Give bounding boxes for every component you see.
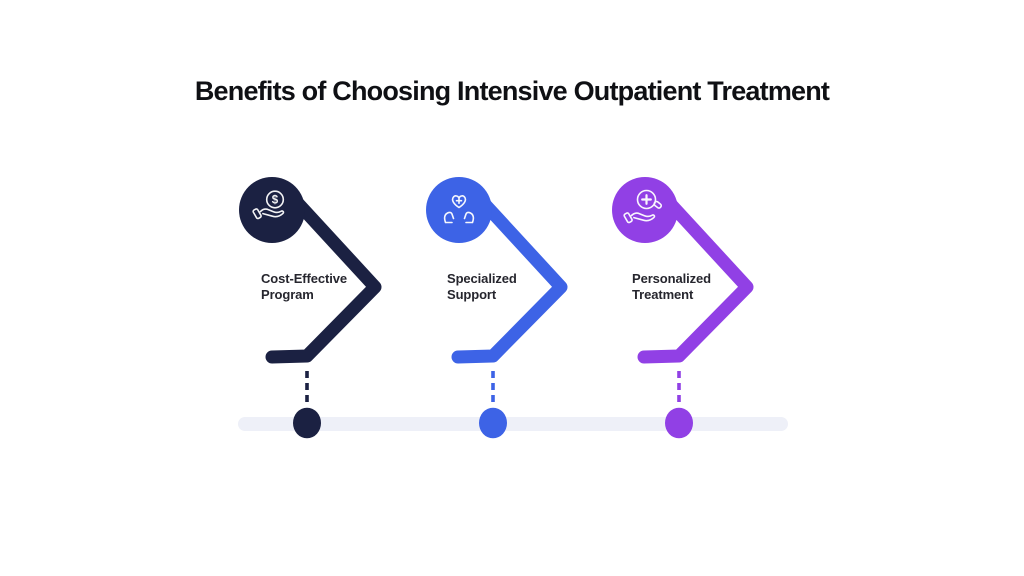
cuff-shape xyxy=(623,212,633,224)
label-line: Treatment xyxy=(632,287,694,302)
label-line: Support xyxy=(447,287,497,302)
left-hand-shape xyxy=(443,211,455,224)
bandage-shape xyxy=(653,200,663,209)
benefit-item-cost-effective: $ xyxy=(239,177,382,439)
item-label-personalized-treatment: Personalized Treatment xyxy=(632,271,711,303)
cross-circle xyxy=(636,189,657,210)
coin-circle xyxy=(265,190,285,209)
icon-badge xyxy=(612,177,678,243)
benefit-item-personalized-treatment xyxy=(612,177,754,439)
open-hand-shape xyxy=(630,212,656,222)
timeline-dot xyxy=(293,407,321,439)
chevron-connector xyxy=(265,192,382,364)
cross-shape xyxy=(455,197,463,204)
label-line: Program xyxy=(261,287,314,302)
hand-coin-icon: $ xyxy=(252,190,285,220)
right-hand-shape xyxy=(463,211,475,224)
icon-badge xyxy=(426,177,492,243)
item-label-cost-effective: Cost-Effective Program xyxy=(261,271,347,303)
timeline-dot xyxy=(665,407,693,439)
timeline-bar xyxy=(238,417,788,431)
benefit-item-specialized-support xyxy=(426,177,568,439)
hands-heart-cross-icon xyxy=(443,195,475,224)
icon-badge xyxy=(239,177,305,243)
item-label-specialized-support: Specialized Support xyxy=(447,271,517,303)
label-line: Personalized xyxy=(632,271,711,286)
chevron-connector xyxy=(637,192,754,364)
dollar-symbol: $ xyxy=(272,195,279,207)
label-line: Specialized xyxy=(447,271,517,286)
plus-shape xyxy=(641,194,652,205)
label-line: Cost-Effective xyxy=(261,271,348,286)
page-title: Benefits of Choosing Intensive Outpatien… xyxy=(194,76,830,106)
open-hand-shape xyxy=(259,208,285,218)
timeline-dot xyxy=(479,407,507,439)
hand-medical-cross-icon xyxy=(623,189,663,224)
cuff-shape xyxy=(252,208,262,220)
chevron-connector xyxy=(451,192,568,364)
